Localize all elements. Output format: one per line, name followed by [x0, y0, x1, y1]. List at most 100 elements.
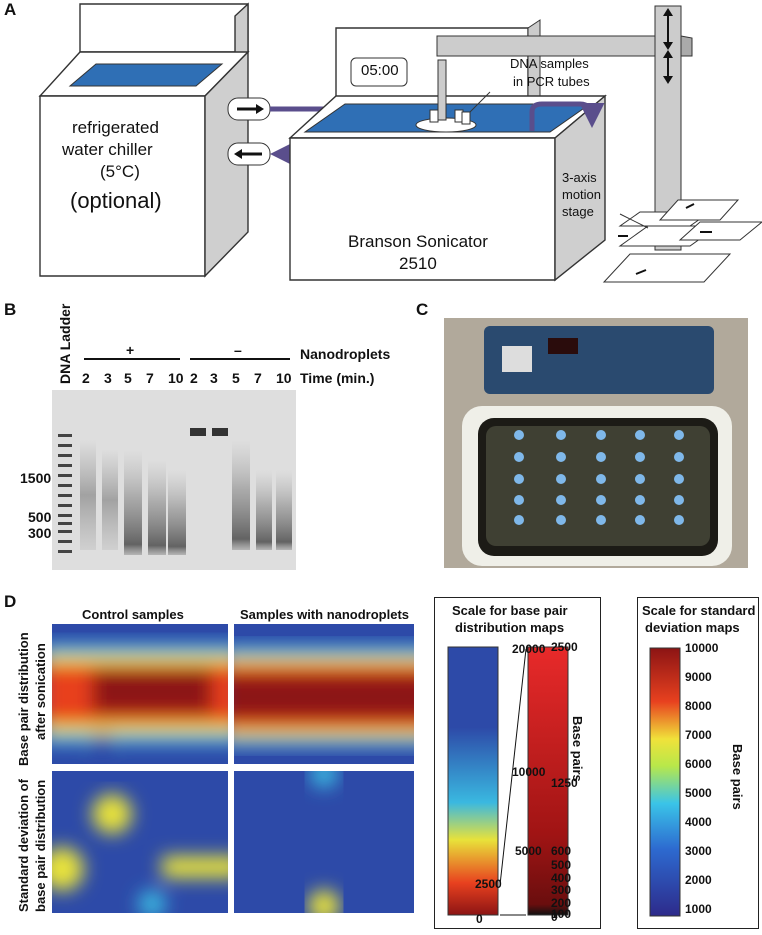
sample-dot	[674, 452, 684, 462]
row1-label-1: Base pair distribution	[16, 632, 31, 766]
time-tick: 2	[190, 370, 198, 386]
chiller-label-4: (optional)	[70, 188, 162, 213]
ladder-label: DNA Ladder	[57, 303, 73, 384]
time-tick: 5	[232, 370, 240, 386]
sample-dot	[635, 430, 645, 440]
sample-dot	[635, 452, 645, 462]
scale2-tick: 1000	[685, 902, 712, 916]
size-300: 300	[28, 525, 52, 541]
sample-dot	[514, 430, 524, 440]
panel-a-letter: A	[4, 0, 17, 19]
time-tick: 3	[104, 370, 112, 386]
chiller-label-1: refrigerated	[72, 118, 159, 137]
sample-dot	[635, 515, 645, 525]
row2-label-2: base pair distribution	[33, 779, 48, 912]
scale2-tick: 10000	[685, 641, 719, 655]
time-tick: 7	[146, 370, 154, 386]
scale2-tick: 7000	[685, 728, 712, 742]
scale1-title-1: Scale for base pair	[452, 603, 568, 618]
time-tick: 10	[276, 370, 292, 386]
sample-dot	[514, 474, 524, 484]
sample-dot	[556, 515, 566, 525]
sample-dot	[596, 495, 606, 505]
scale1-left-5000: 5000	[515, 844, 542, 858]
sample-dot	[596, 452, 606, 462]
scale1-right-tick: 2500	[551, 640, 578, 654]
time-tick: 7	[254, 370, 262, 386]
sample-dot	[556, 430, 566, 440]
time-tick: 5	[124, 370, 132, 386]
scale1-left-0: 0	[476, 912, 483, 926]
scale2-tick: 5000	[685, 786, 712, 800]
sample-dot	[556, 495, 566, 505]
plus-label: +	[126, 342, 135, 358]
samples-label-2: in PCR tubes	[513, 74, 590, 89]
nanodroplets-label: Nanodroplets	[300, 346, 391, 362]
sample-dot	[596, 515, 606, 525]
scale1-right-tick: 400	[551, 871, 572, 885]
scale2-title-1: Scale for standard	[642, 603, 756, 618]
scale2-tick: 6000	[685, 757, 712, 771]
col-nanodroplets-label: Samples with nanodroplets	[240, 607, 410, 622]
scale1-left-10000: 10000	[512, 765, 546, 779]
minus-label: –	[234, 342, 242, 358]
plus-bracket	[84, 358, 180, 360]
scale2-axis-label: Base pairs	[730, 744, 745, 810]
scale1-left-2500: 2500	[475, 877, 502, 891]
col-control-label: Control samples	[82, 607, 184, 622]
scale2-tick: 9000	[685, 670, 712, 684]
scale2-tick: 3000	[685, 844, 712, 858]
sample-dot	[674, 474, 684, 484]
samples-label-1: DNA samples	[510, 56, 589, 71]
sample-dot	[514, 495, 524, 505]
panel-d-letter: D	[4, 592, 17, 611]
chiller-unit	[38, 2, 250, 278]
time-tick: 10	[168, 370, 184, 386]
panel-a-diagram	[38, 2, 762, 283]
chiller-label-3: (5°C)	[100, 162, 140, 181]
sample-dot	[556, 452, 566, 462]
size-1500: 1500	[20, 470, 52, 486]
stage-label-1: 3-axis	[562, 170, 597, 185]
sample-dot	[596, 430, 606, 440]
scale1-right-tick: 200	[551, 896, 572, 910]
scale1-right-tick: 600	[551, 844, 572, 858]
timer-display: 05:00	[361, 62, 399, 79]
scale1-title-2: distribution maps	[455, 620, 565, 635]
stage-label-3: stage	[562, 204, 594, 219]
heatmaps	[52, 624, 414, 913]
chiller-label-2: water chiller	[62, 140, 153, 159]
sample-dot	[514, 452, 524, 462]
sample-dot	[514, 515, 524, 525]
sample-dot	[674, 495, 684, 505]
row2-label-1: Standard deviation of	[16, 779, 31, 912]
time-tick: 2	[82, 370, 90, 386]
scale1-right-tick: 300	[551, 883, 572, 897]
row1-label-2: after sonication	[33, 643, 48, 740]
sonicator-photo	[444, 318, 748, 568]
scale1-right-tick: 500	[551, 858, 572, 872]
sonicator-label-1: Branson Sonicator	[348, 232, 488, 251]
scale1-right-tick: 100	[551, 907, 572, 921]
sonicator-label-2: 2510	[399, 254, 437, 273]
size-500: 500	[28, 509, 52, 525]
time-label: Time (min.)	[300, 370, 375, 386]
scale1-right-tick: 1250	[551, 776, 578, 790]
sample-dot	[596, 474, 606, 484]
scale2-tick: 8000	[685, 699, 712, 713]
scale2-tick: 4000	[685, 815, 712, 829]
sample-dot	[556, 474, 566, 484]
scale2-bar	[649, 647, 681, 917]
scale1-axis-label: Base pairs	[570, 716, 585, 782]
time-tick: 3	[210, 370, 218, 386]
minus-bracket	[190, 358, 290, 360]
panel-b-letter: B	[4, 300, 17, 319]
scale2-title-2: deviation maps	[645, 620, 740, 635]
sample-dot	[674, 430, 684, 440]
scale1-right-tick: 0	[551, 910, 558, 924]
scale2-tick: 2000	[685, 873, 712, 887]
scale1-bars	[447, 646, 569, 916]
sample-dot	[635, 495, 645, 505]
stage-label-2: motion	[562, 187, 602, 202]
scale1-left-20000: 20000	[512, 642, 546, 656]
